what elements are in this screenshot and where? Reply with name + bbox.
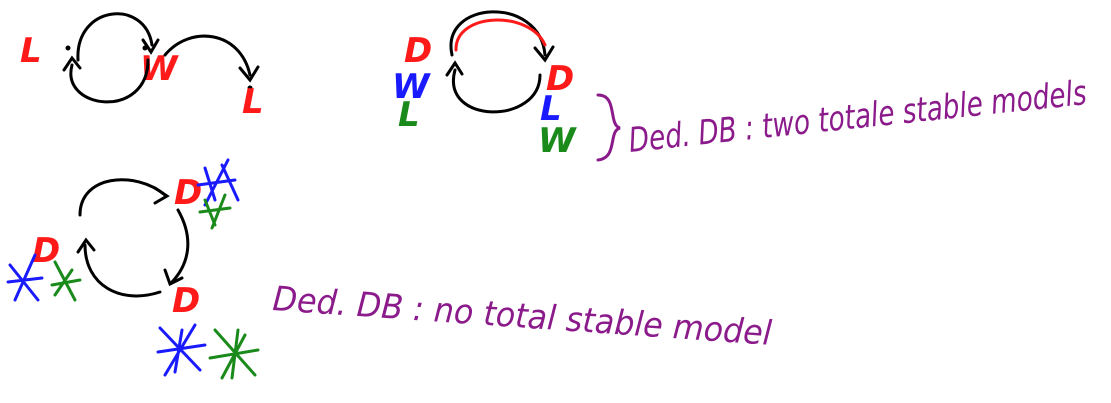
graph2-left-mid-label: W <box>392 67 431 107</box>
graph1-arrowhead-left <box>62 55 82 72</box>
graph2-right-mid-label: L <box>540 89 562 129</box>
graph3-note: Ded. DB : no total stable model <box>271 279 773 354</box>
graph3-edge-left-to-top <box>78 178 167 217</box>
graph2-arrowhead-lower <box>445 60 464 77</box>
graph2-left-bottom-label: L <box>398 95 420 135</box>
graph1-node-left-dot <box>65 45 71 51</box>
graph2-edge-upper <box>449 10 547 57</box>
graph2-right-top-label: D <box>546 59 574 99</box>
graph1-node-right-label: L <box>242 82 264 122</box>
graph3-top-crossed-marks <box>196 158 240 230</box>
graph2-edge-upper-highlight <box>454 18 547 52</box>
graph1-node-right-dot <box>247 85 253 91</box>
graph1-arrowhead-right <box>238 65 260 83</box>
graph1-edge-mid-to-right <box>163 34 252 77</box>
graph-1: L W L <box>20 12 264 122</box>
graph1-edge-left-to-mid <box>76 12 154 62</box>
graph3-edge-bottom-to-left <box>83 243 162 298</box>
graph1-arrowhead-mid <box>141 38 160 55</box>
graph2-right-bottom-label: W <box>538 121 577 161</box>
graph-2: D W L D L W Ded. DB : two totale stable … <box>392 10 1089 162</box>
graph2-note: Ded. DB : two totale stable models <box>627 73 1089 161</box>
graph3-arrowhead-top <box>153 186 170 205</box>
graph3-arrowhead-bottom <box>163 268 184 287</box>
graph2-arrowhead-upper <box>533 45 555 63</box>
graph3-edge-top-to-bottom <box>170 208 190 284</box>
graph3-arrowhead-left <box>76 237 96 254</box>
graph3-left-crossed-marks <box>6 253 82 302</box>
graph3-bottom-crossed-marks <box>156 323 260 380</box>
graph2-edge-lower <box>451 68 542 114</box>
graph1-node-left-label: L <box>20 31 42 71</box>
graph3-node-top-label: D <box>174 173 202 213</box>
graph3-node-bottom-label: D <box>172 281 200 321</box>
graph2-curly-brace <box>596 93 621 162</box>
graph1-edge-mid-to-left <box>69 58 150 104</box>
graph-3: D D D Ded. DB : no total stable <box>6 158 773 380</box>
graph2-left-top-label: D <box>404 31 432 71</box>
